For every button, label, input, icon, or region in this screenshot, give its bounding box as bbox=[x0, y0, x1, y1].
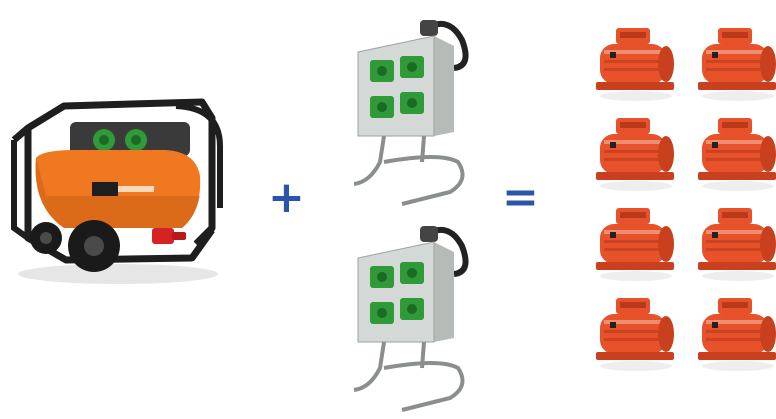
vibrator-motor-icon bbox=[592, 114, 678, 192]
vibrator-motor-grid bbox=[592, 24, 776, 404]
plus-sign: + bbox=[268, 176, 305, 220]
vibrator-motor-5 bbox=[592, 204, 678, 282]
vibrator-motor-6 bbox=[694, 204, 776, 282]
distribution-box-2 bbox=[350, 218, 480, 418]
distribution-box-1 bbox=[350, 12, 480, 212]
vibrator-motor-4 bbox=[694, 114, 776, 192]
generator-icon bbox=[6, 88, 228, 288]
vibrator-motor-icon bbox=[694, 294, 776, 372]
vibrator-motor-icon bbox=[694, 204, 776, 282]
vibrator-motor-icon bbox=[592, 204, 678, 282]
vibrator-motor-icon bbox=[694, 114, 776, 192]
distribution-box-icon bbox=[350, 12, 480, 212]
vibrator-motor-2 bbox=[694, 24, 776, 102]
generator bbox=[6, 88, 228, 288]
vibrator-motor-1 bbox=[592, 24, 678, 102]
vibrator-motor-icon bbox=[592, 294, 678, 372]
distribution-box-icon bbox=[350, 218, 480, 418]
vibrator-motor-icon bbox=[592, 24, 678, 102]
vibrator-motor-7 bbox=[592, 294, 678, 372]
vibrator-motor-3 bbox=[592, 114, 678, 192]
equals-sign: = bbox=[502, 176, 539, 220]
vibrator-motor-icon bbox=[694, 24, 776, 102]
vibrator-motor-8 bbox=[694, 294, 776, 372]
